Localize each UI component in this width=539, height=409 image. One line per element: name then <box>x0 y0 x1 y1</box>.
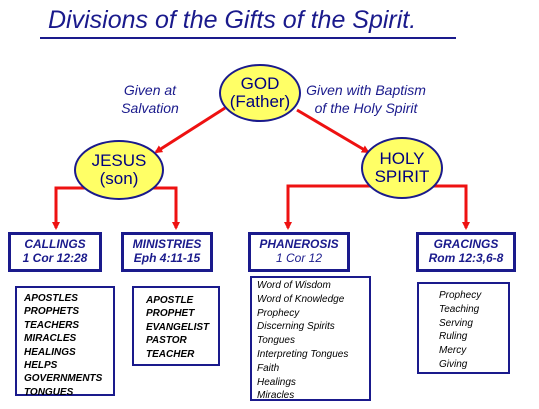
list-item: Miracles <box>257 390 295 402</box>
note-salvation: Given at Salvation <box>121 82 179 116</box>
list-item: PROPHETS <box>24 306 80 318</box>
list-item: Teaching <box>439 303 480 315</box>
list-item: Prophecy <box>439 290 482 301</box>
ministries-list: APOSTLE PROPHET EVANGELIST PASTOR TEACHE… <box>132 286 220 366</box>
callings-header: CALLINGS 1 Cor 12:28 <box>8 232 102 272</box>
list-item: APOSTLES <box>24 293 78 304</box>
ministries-header: MINISTRIES Eph 4:11-15 <box>121 232 213 272</box>
phanerosis-list: Word of Wisdom Word of Knowledge Prophec… <box>250 276 371 401</box>
god-ellipse: GOD (Father) <box>219 64 301 122</box>
god-label: GOD <box>240 74 280 94</box>
jesus-ellipse: JESUS (son) <box>74 140 164 200</box>
list-item: TEACHERS <box>24 319 80 331</box>
jesus-label: JESUS <box>91 151 147 171</box>
callings-list: APOSTLES PROPHETS TEACHERS MIRACLES HEAL… <box>15 286 115 398</box>
list-item: Faith <box>257 362 280 374</box>
jesus-sublabel: (son) <box>99 169 139 188</box>
list-item: PROPHET <box>146 308 195 320</box>
list-item: MIRACLES <box>24 333 77 345</box>
spirit-ellipse: HOLY SPIRIT <box>361 137 443 199</box>
gracings-ref: Rom 12:3,6-8 <box>428 251 504 266</box>
list-item: Healings <box>257 376 296 388</box>
callings-ref: 1 Cor 12:28 <box>22 251 88 266</box>
gracings-title: GRACINGS <box>433 237 499 251</box>
phanerosis-ref: 1 Cor 12 <box>275 251 323 266</box>
title-underline <box>40 37 456 39</box>
page-title: Divisions of the Gifts of the Spirit. <box>48 6 417 34</box>
list-item: APOSTLE <box>146 295 194 306</box>
list-item: Discerning Spirits <box>257 321 335 333</box>
gracings-header: GRACINGS Rom 12:3,6-8 <box>416 232 516 272</box>
ministries-title: MINISTRIES <box>132 237 202 251</box>
list-item: GOVERNMENTS <box>24 373 103 385</box>
list-item: HEALINGS <box>24 346 76 358</box>
list-item: Tongues <box>257 335 295 347</box>
phanerosis-header: PHANEROSIS 1 Cor 12 <box>248 232 350 272</box>
list-item: TONGUES <box>24 386 74 398</box>
list-item: Ruling <box>439 331 468 343</box>
list-item: Word of Wisdom <box>257 280 331 291</box>
note-baptism: Given with Baptism of the Holy Spirit <box>306 82 426 116</box>
list-item: EVANGELIST <box>146 321 210 333</box>
list-item: PASTOR <box>146 335 187 347</box>
arrow-god-to-spirit <box>296 108 370 154</box>
list-item: HELPS <box>24 360 58 372</box>
list-item: TEACHER <box>146 348 195 360</box>
ministries-ref: Eph 4:11-15 <box>133 251 201 266</box>
callings-title: CALLINGS <box>24 237 86 251</box>
list-item: Mercy <box>439 345 467 357</box>
list-item: Interpreting Tongues <box>257 348 349 360</box>
god-sublabel: (Father) <box>229 92 291 111</box>
gracings-list: Prophecy Teaching Serving Ruling Mercy G… <box>417 282 510 374</box>
phanerosis-title: PHANEROSIS <box>259 237 339 251</box>
list-item: Giving <box>439 358 468 370</box>
spirit-label: HOLY <box>379 149 425 169</box>
list-item: Prophecy <box>257 307 300 319</box>
list-item: Serving <box>439 317 473 329</box>
arrow-god-to-jesus <box>154 106 226 154</box>
list-item: Word of Knowledge <box>257 293 345 305</box>
spirit-sublabel: SPIRIT <box>374 167 430 186</box>
